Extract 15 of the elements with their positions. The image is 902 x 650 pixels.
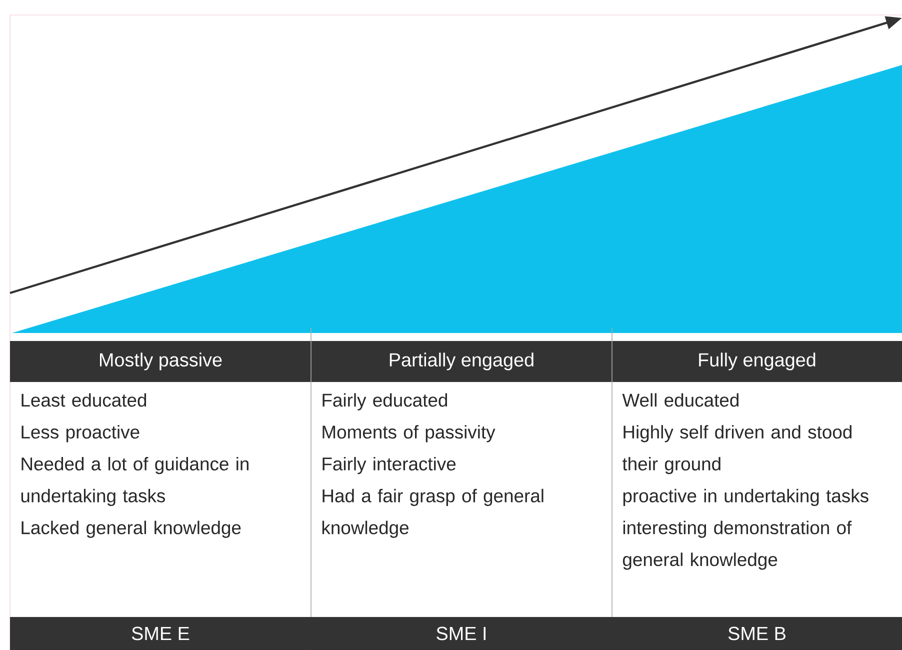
footer-cell: SME B (612, 617, 902, 650)
header-cell: Mostly passive (10, 341, 311, 382)
body-cell: Least educated Less proactive Needed a lot of guidance in undertaking tasks Lacked general knowledge (21, 393, 248, 538)
node-label: SME I (436, 626, 486, 640)
header-cell: Fully engaged (612, 341, 902, 382)
header-cell: Partially engaged (311, 341, 612, 382)
node-label: SME B (728, 626, 786, 640)
footer-cell: SME E (10, 617, 311, 650)
node-label: Partially engaged (390, 352, 534, 370)
node-label: Mostly passive (100, 352, 222, 370)
node-label: SME E (132, 626, 190, 640)
body-cell: Well educated Highly self driven and stood their ground proactive in undertaking tasks interesting demonstration of general knowledge (622, 393, 868, 570)
node-label: Fully engaged (699, 352, 816, 370)
body-cell: Fairly educated Moments of passivity Fairly interactive Had a fair grasp of general knowledge (322, 393, 544, 538)
footer-cell: SME I (311, 617, 612, 650)
